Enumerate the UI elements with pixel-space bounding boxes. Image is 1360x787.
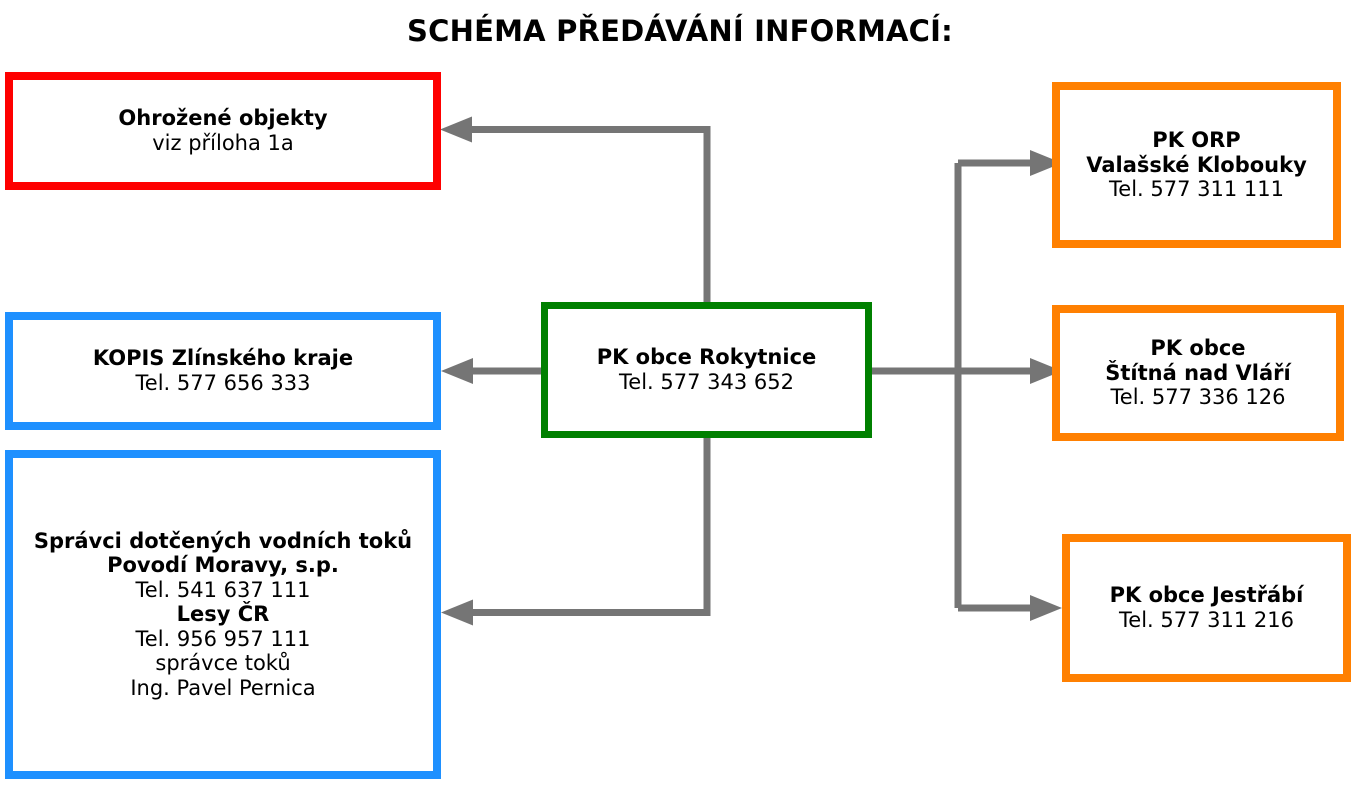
connector-rokytnice-to-ohrozene: [440, 116, 711, 302]
node-text-line: PK obce Rokytnice: [596, 345, 817, 370]
node-text-line: Valašské Klobouky: [1086, 152, 1307, 177]
connector-trunk-to-pk-stitna: [958, 358, 1062, 384]
node-text-line: Povodí Moravy, s.p.: [107, 553, 339, 578]
connector-rokytnice-to-spravci: [441, 438, 711, 626]
node-text-line: PK obce: [1150, 336, 1246, 361]
node-text-line: Ing. Pavel Pernica: [130, 675, 316, 700]
node-text-line: Správci dotčených vodních toků: [33, 528, 413, 553]
node-text-line: Tel. 577 311 111: [1109, 177, 1284, 202]
node-text-line: PK obce Jestřábí: [1109, 583, 1304, 608]
page-title: SCHÉMA PŘEDÁVÁNÍ INFORMACÍ:: [407, 14, 953, 48]
node-text-line: správce toků: [155, 651, 291, 676]
node-text-line: viz příloha 1a: [152, 131, 294, 155]
node-text-line: Tel. 577 656 333: [135, 371, 311, 395]
node-text-line: Tel. 577 336 126: [1110, 385, 1286, 410]
connector-trunk-to-pk-jestrabi: [958, 595, 1062, 621]
node-text-line: Tel. 541 637 111: [135, 577, 311, 602]
node-text-line: PK ORP: [1152, 128, 1241, 153]
connector-rokytnice-to-kopis: [441, 358, 541, 384]
node-text-line: Tel. 577 311 216: [1119, 608, 1294, 632]
node-text-line: Štítná nad Vláří: [1105, 360, 1291, 385]
connector-trunk-to-pk-orp: [958, 150, 1062, 176]
connector-rokytnice-right-trunk: [872, 163, 962, 608]
node-text-line: Tel. 956 957 111: [135, 626, 311, 651]
node-text-line: Tel. 577 343 652: [619, 370, 794, 394]
node-text-line: Ohrožené objekty: [118, 106, 328, 131]
node-text-line: Lesy ČR: [176, 602, 270, 627]
node-text-line: KOPIS Zlínského kraje: [92, 346, 354, 371]
